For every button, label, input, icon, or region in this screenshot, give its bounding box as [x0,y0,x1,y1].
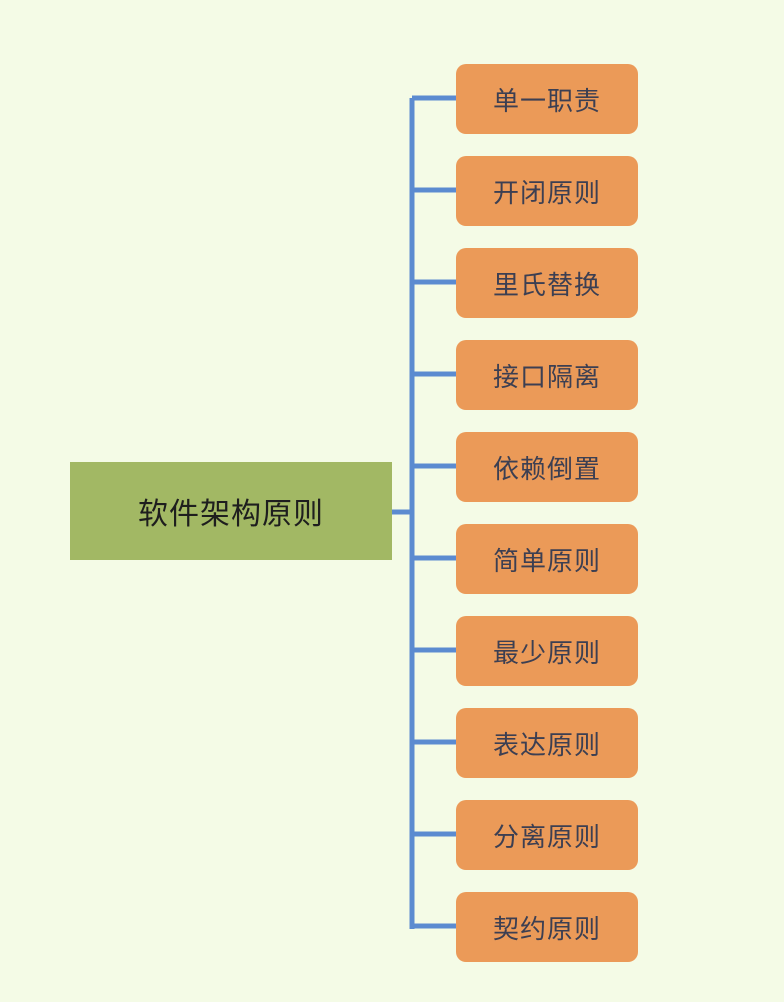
child-label: 契约原则 [492,914,601,945]
root-label: 软件架构原则 [138,497,324,532]
root-node[interactable]: 软件架构原则 [70,462,392,560]
child-node[interactable]: 最少原则 [456,616,638,686]
child-node[interactable]: 契约原则 [456,892,638,962]
child-node[interactable]: 简单原则 [456,524,638,594]
child-node[interactable]: 分离原则 [456,800,638,870]
child-node[interactable]: 依赖倒置 [456,432,638,502]
branch-lines [412,95,456,929]
child-node[interactable]: 开闭原则 [456,156,638,226]
child-label: 最少原则 [492,638,601,669]
child-label: 接口隔离 [492,362,601,393]
child-node[interactable]: 接口隔离 [456,340,638,410]
child-node[interactable]: 里氏替换 [456,248,638,318]
child-label: 单一职责 [492,86,601,117]
child-node[interactable]: 表达原则 [456,708,638,778]
child-label: 简单原则 [492,546,601,577]
child-node[interactable]: 单一职责 [456,64,638,134]
child-label: 开闭原则 [492,178,601,209]
child-label: 表达原则 [492,730,601,761]
child-label: 分离原则 [492,822,601,853]
child-label: 里氏替换 [492,270,601,301]
child-label: 依赖倒置 [492,454,601,485]
